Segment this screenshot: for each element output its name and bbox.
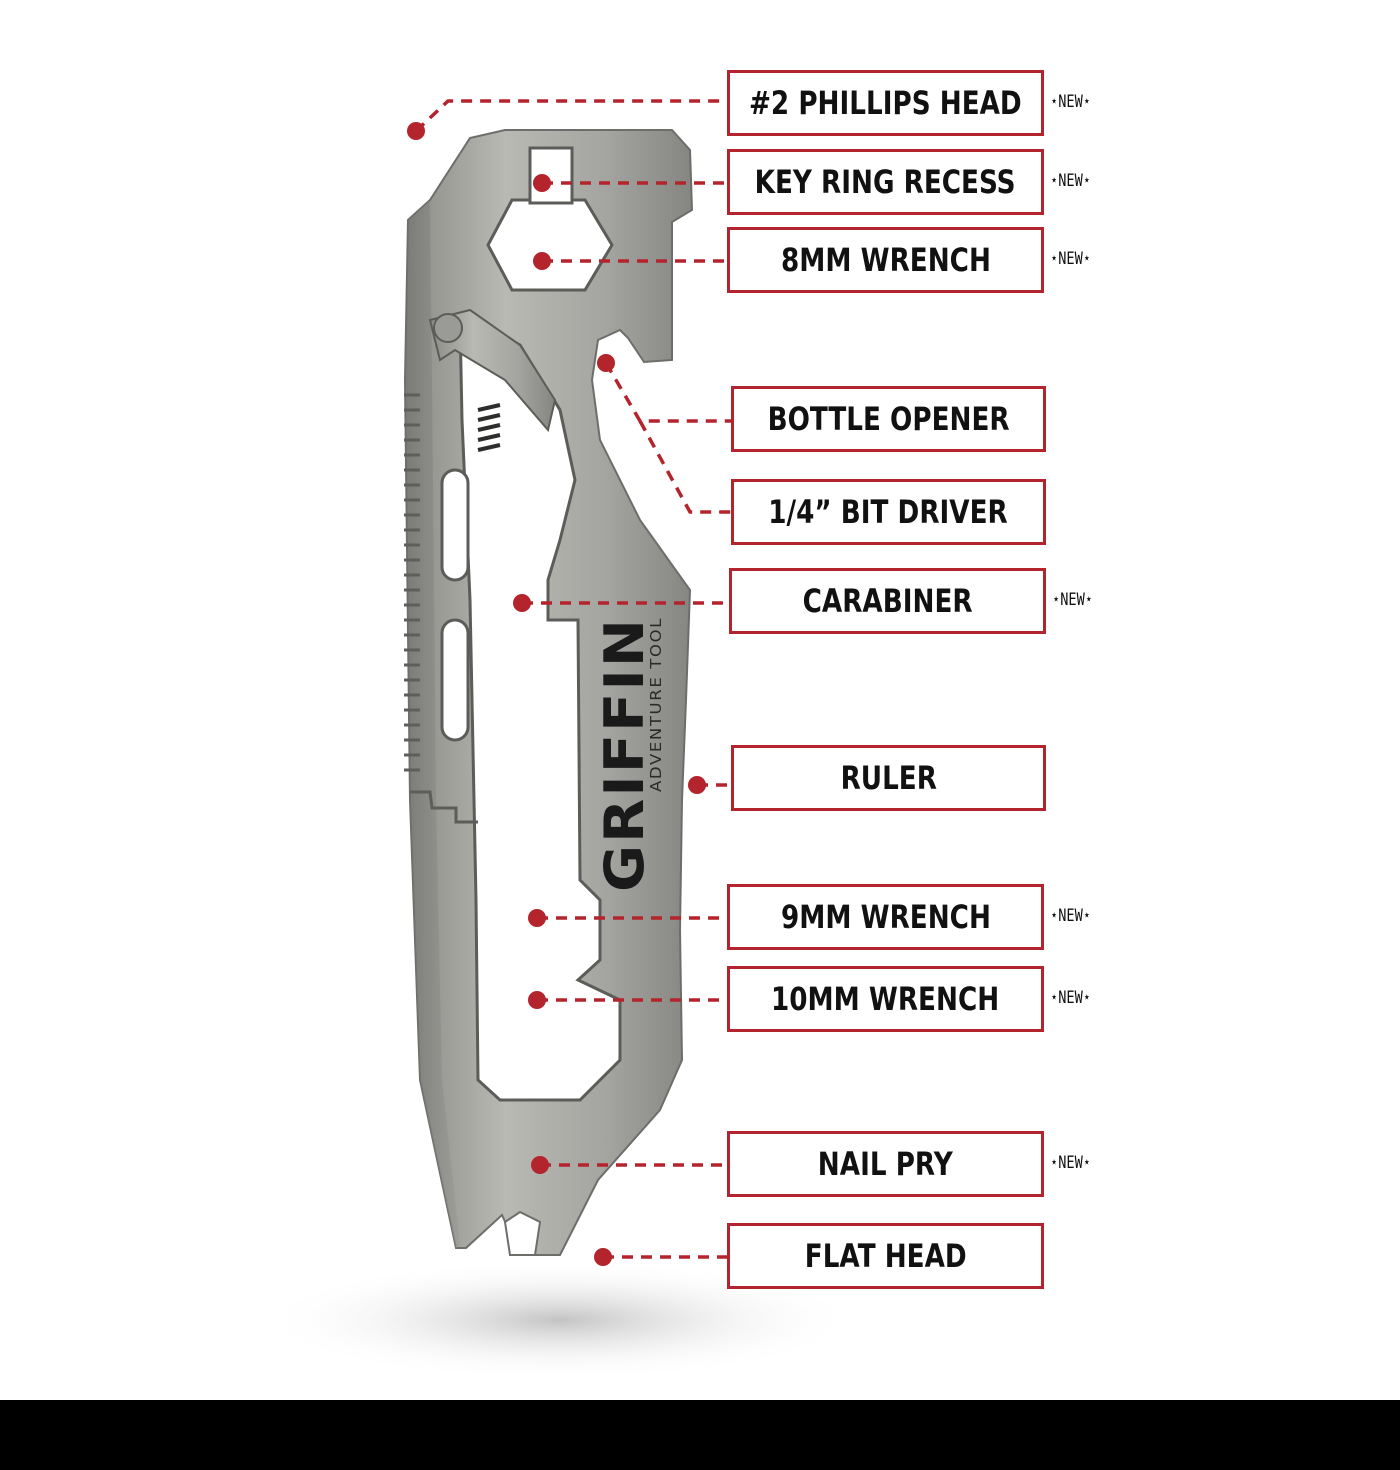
floor-shadow [260,1260,860,1380]
callout-dot-phillips [407,122,425,140]
callout-label-wrench8: 8MM WRENCH [727,227,1044,293]
callout-dot-wrench8 [533,252,551,270]
callout-text: 8MM WRENCH [780,241,991,279]
side-slot-upper [440,468,470,582]
callout-label-bitdriver: 1/4” BIT DRIVER [731,479,1046,545]
callout-dot-ruler [688,776,706,794]
tool-spine [405,200,460,1248]
leader-line-bottle [604,362,731,423]
callout-label-nailpry: NAIL PRY [727,1131,1044,1197]
callout-text: NAIL PRY [818,1145,953,1183]
callout-dot-carabiner [513,594,531,612]
callout-label-keyring: KEY RING RECESS [727,149,1044,215]
carabiner-gate [428,308,557,433]
callout-text: 1/4” BIT DRIVER [768,493,1009,531]
brand-tagline: ADVENTURE TOOL [647,617,665,792]
leader-line-bitdriver [638,420,731,514]
callout-text: KEY RING RECESS [755,163,1016,201]
callout-dot-wrench10 [528,991,546,1009]
callout-dot-flathead [594,1248,612,1266]
new-badge-wrench8: ⋆NEW⋆ [1050,249,1091,269]
callout-label-bottle: BOTTLE OPENER [731,386,1046,452]
new-badge-carabiner: ⋆NEW⋆ [1052,590,1093,610]
callout-label-flathead: FLAT HEAD [727,1223,1044,1289]
brand-name: GRIFFIN [593,617,656,892]
key-ring-slot [528,146,574,205]
segment-seam [410,790,478,824]
callout-text: RULER [840,759,937,797]
new-badge-wrench10: ⋆NEW⋆ [1050,988,1091,1008]
callout-label-phillips: #2 PHILLIPS HEAD [727,70,1044,136]
callout-text: 10MM WRENCH [771,980,1000,1018]
callout-dot-nailpry [531,1156,549,1174]
callout-dot-bottle [597,354,615,372]
flat-head-notch [503,1210,542,1256]
leader-line-phillips [414,99,727,133]
multitool-illustration: GRIFFIN ADVENTURE TOOL [260,99,860,1380]
new-badge-phillips: ⋆NEW⋆ [1050,92,1091,112]
callout-text: 9MM WRENCH [780,898,991,936]
callout-label-carabiner: CARABINER [729,568,1046,634]
grip-knurling [404,393,420,772]
gate-pivot [433,313,463,343]
bottom-bar [0,1400,1400,1470]
callout-label-wrench10: 10MM WRENCH [727,966,1044,1032]
callout-leaders [407,99,731,1266]
callout-text: #2 PHILLIPS HEAD [749,84,1022,122]
callout-label-ruler: RULER [731,745,1046,811]
callout-text: FLAT HEAD [804,1237,967,1275]
new-badge-keyring: ⋆NEW⋆ [1050,171,1091,191]
callout-text: CARABINER [802,582,973,620]
callout-dot-wrench9 [528,909,546,927]
new-badge-wrench9: ⋆NEW⋆ [1050,906,1091,926]
carabiner-opening [458,318,622,1102]
new-badge-nailpry: ⋆NEW⋆ [1050,1153,1091,1173]
gate-spring [477,403,501,452]
callout-label-wrench9: 9MM WRENCH [727,884,1044,950]
hex-cutout-8mm [486,198,614,292]
side-slot-lower [440,618,470,742]
callout-text: BOTTLE OPENER [767,400,1010,438]
callout-dot-keyring [533,174,551,192]
brand-engraving: GRIFFIN ADVENTURE TOOL [593,617,665,892]
